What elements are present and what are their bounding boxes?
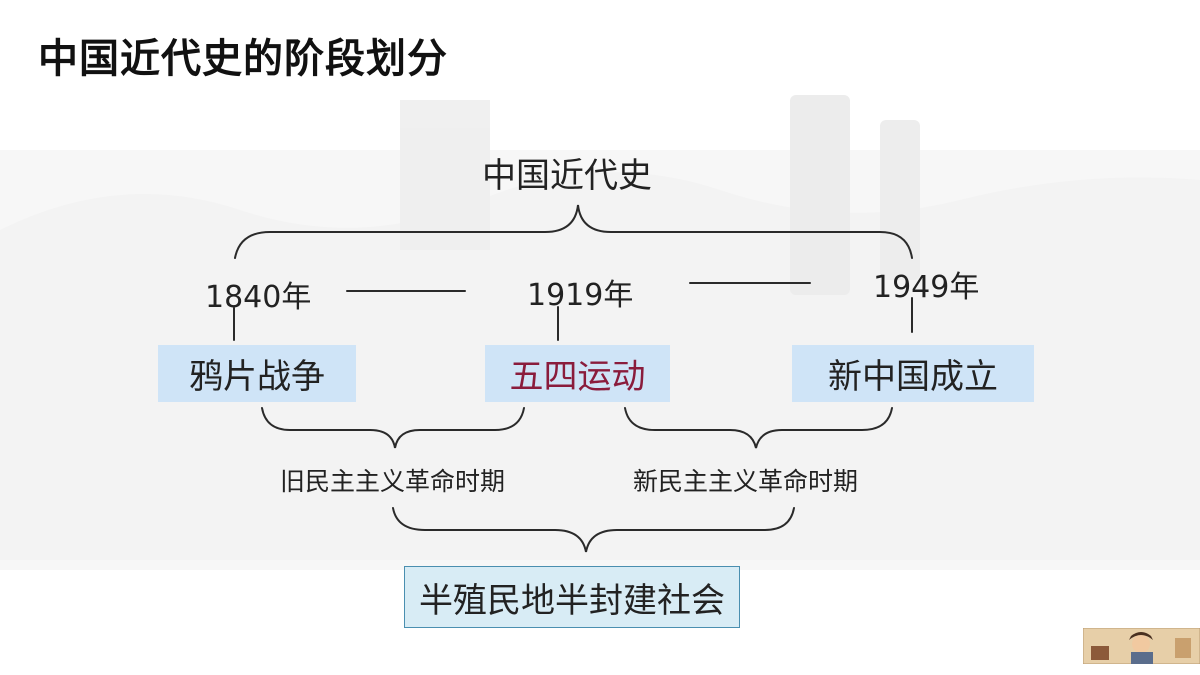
root-label: 中国近代史: [482, 156, 652, 196]
event-may-fourth: 五四运动: [485, 345, 670, 402]
top-brace: [234, 204, 913, 259]
society-box: 半殖民地半封建社会: [404, 566, 740, 628]
year-1840: 1840年: [205, 280, 312, 315]
period-new-democratic: 新民主主义革命时期: [633, 467, 859, 496]
slide-title: 中国近代史的阶段划分: [38, 36, 448, 82]
society-brace: [392, 507, 795, 553]
period-old-democratic: 旧民主主义革命时期: [280, 467, 506, 496]
event-prc-founding: 新中国成立: [792, 345, 1034, 402]
year-1919: 1919年: [527, 278, 634, 313]
period-brace-2: [624, 407, 893, 449]
cartoon-thumbnail-image[interactable]: [1083, 628, 1200, 664]
year-1949: 1949年: [873, 270, 980, 305]
period-brace-1: [261, 407, 525, 449]
event-opium-war: 鸦片战争: [158, 345, 356, 402]
